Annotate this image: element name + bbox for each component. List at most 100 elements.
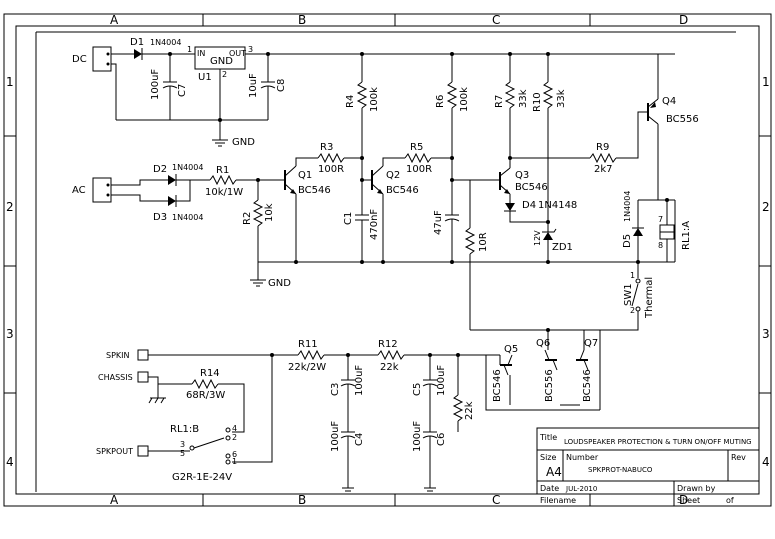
c4-label: C4 [354,433,365,446]
q3-value: BC546 [515,182,548,193]
col-label-c-top: C [492,13,500,27]
q7-value: BC546 [582,369,593,402]
title-value: LOUDSPEAKER PROTECTION & TURN ON/OFF MUT… [564,438,752,446]
r14-resistor-icon [191,378,219,390]
d1-label: D1 [130,37,144,48]
date-label: Date [540,484,559,493]
q2-value: BC546 [386,185,419,196]
d4-value: 1N4148 [538,200,577,211]
r5-value: 100R [406,164,432,175]
c1-value: 470nF [369,209,380,240]
rl1a-label: RL1:A [681,221,692,250]
r12-resistor-icon [377,349,405,361]
zd1-label: ZD1 [552,242,573,253]
r9-label: R9 [596,142,609,153]
r7-value: 33k [518,89,529,108]
r1-resistor-icon [209,174,237,186]
q6-value: BC556 [544,369,555,402]
size-value: A4 [546,465,562,479]
zd1-value: 12V [533,230,542,246]
ac-connector [92,177,112,203]
r1-value: 10k/1W [205,187,243,198]
c3-label: C3 [330,383,341,396]
r13-resistor-icon [452,394,464,422]
sw1-pin2: 2 [630,306,635,315]
r12-label: R12 [378,339,398,350]
zd1-zener-icon [543,232,553,240]
dc-label: DC [72,54,87,65]
sw1-pin1: 1 [630,271,635,280]
rl1a-pin8: 8 [658,241,663,250]
u1-body-label: GND [210,56,233,67]
r14-value: 68R/3W [186,390,225,401]
r4-resistor-icon [356,81,368,109]
q6-label: Q6 [536,338,550,349]
r4-value: 100k [369,87,380,112]
d3-label: D3 [153,212,167,223]
c5-label: C5 [412,383,423,396]
rl1a-pin7: 7 [658,215,663,224]
spkin-label: SPKIN [106,351,130,360]
ac-label: AC [72,185,86,196]
r9-value: 2k7 [594,164,613,175]
c1-label: C1 [343,212,354,225]
c4-value: 100uF [330,421,341,452]
r11-label: R11 [298,339,318,350]
r10-value: 33k [556,89,567,108]
size-label: Size [540,453,557,462]
ground-icon [250,279,266,287]
number-value: SPKPROT-NABUCO [588,466,653,474]
q4-label: Q4 [662,96,676,107]
r13-value: 22k [464,401,475,420]
c2-value: 47uF [433,210,444,235]
ac-detector-section: AC D2 1N4004 D3 1N4004 R1 10k/1W R2 10k … [72,52,675,330]
spkpout-label: SPKPOUT [96,447,133,456]
r2-value: 10k [264,203,275,222]
q5-transistor-icon [500,354,513,376]
title-label: Title [539,433,557,442]
col-label-b-top: B [298,13,306,27]
r7-resistor-icon [504,81,516,109]
rl1b-pin6: 6 [232,450,237,459]
c8-label: C8 [276,79,287,92]
row-label-1-left: 1 [6,75,14,89]
c6-value: 100uF [412,421,423,452]
d1-value: 1N4004 [150,38,181,47]
d5-value: 1N4004 [623,191,632,222]
chassis-jack [137,371,149,383]
gnd-label-mid: GND [268,278,291,289]
gnd-label-top: GND [232,137,255,148]
ground-icon [212,139,228,147]
r5-resistor-icon [404,152,432,164]
c3-value: 100uF [354,365,365,396]
col-label-a-top: A [110,13,119,27]
chassis-label: CHASSIS [98,373,133,382]
r9-resistor-icon [589,152,617,164]
c7-value: 100uF [150,69,161,100]
d3-value: 1N4004 [172,213,203,222]
r11-resistor-icon [297,349,325,361]
rl1b-pin3: 3 [180,440,185,449]
r6-value: 100k [459,87,470,112]
q6-transistor-icon [544,349,558,371]
q5-value: BC546 [492,369,503,402]
r11-value: 22k/2W [288,362,326,373]
d4-diode-icon [505,203,515,211]
q1-value: BC546 [298,185,331,196]
q3-label: Q3 [515,170,529,181]
q2-label: Q2 [386,170,400,181]
spkin-jack [137,349,149,361]
r3-label: R3 [320,142,333,153]
date-value: JUL-2010 [565,485,597,493]
q3-transistor-icon [499,167,511,195]
relay-driver-section: R7 33k R10 33k Q3 BC546 D4 1N4148 ZD1 12… [470,52,699,331]
r12-value: 22k [380,362,399,373]
filename-label: Filename [540,496,576,505]
border-frame: A B C D A B C D 1 2 3 4 1 2 3 4 [3,13,772,507]
row-label-1-right: 1 [762,75,770,89]
sw1-label: SW1 [623,283,634,306]
rev-label: Rev [731,453,746,462]
c7-label: C7 [177,84,188,97]
col-label-b-bottom: B [298,493,306,507]
